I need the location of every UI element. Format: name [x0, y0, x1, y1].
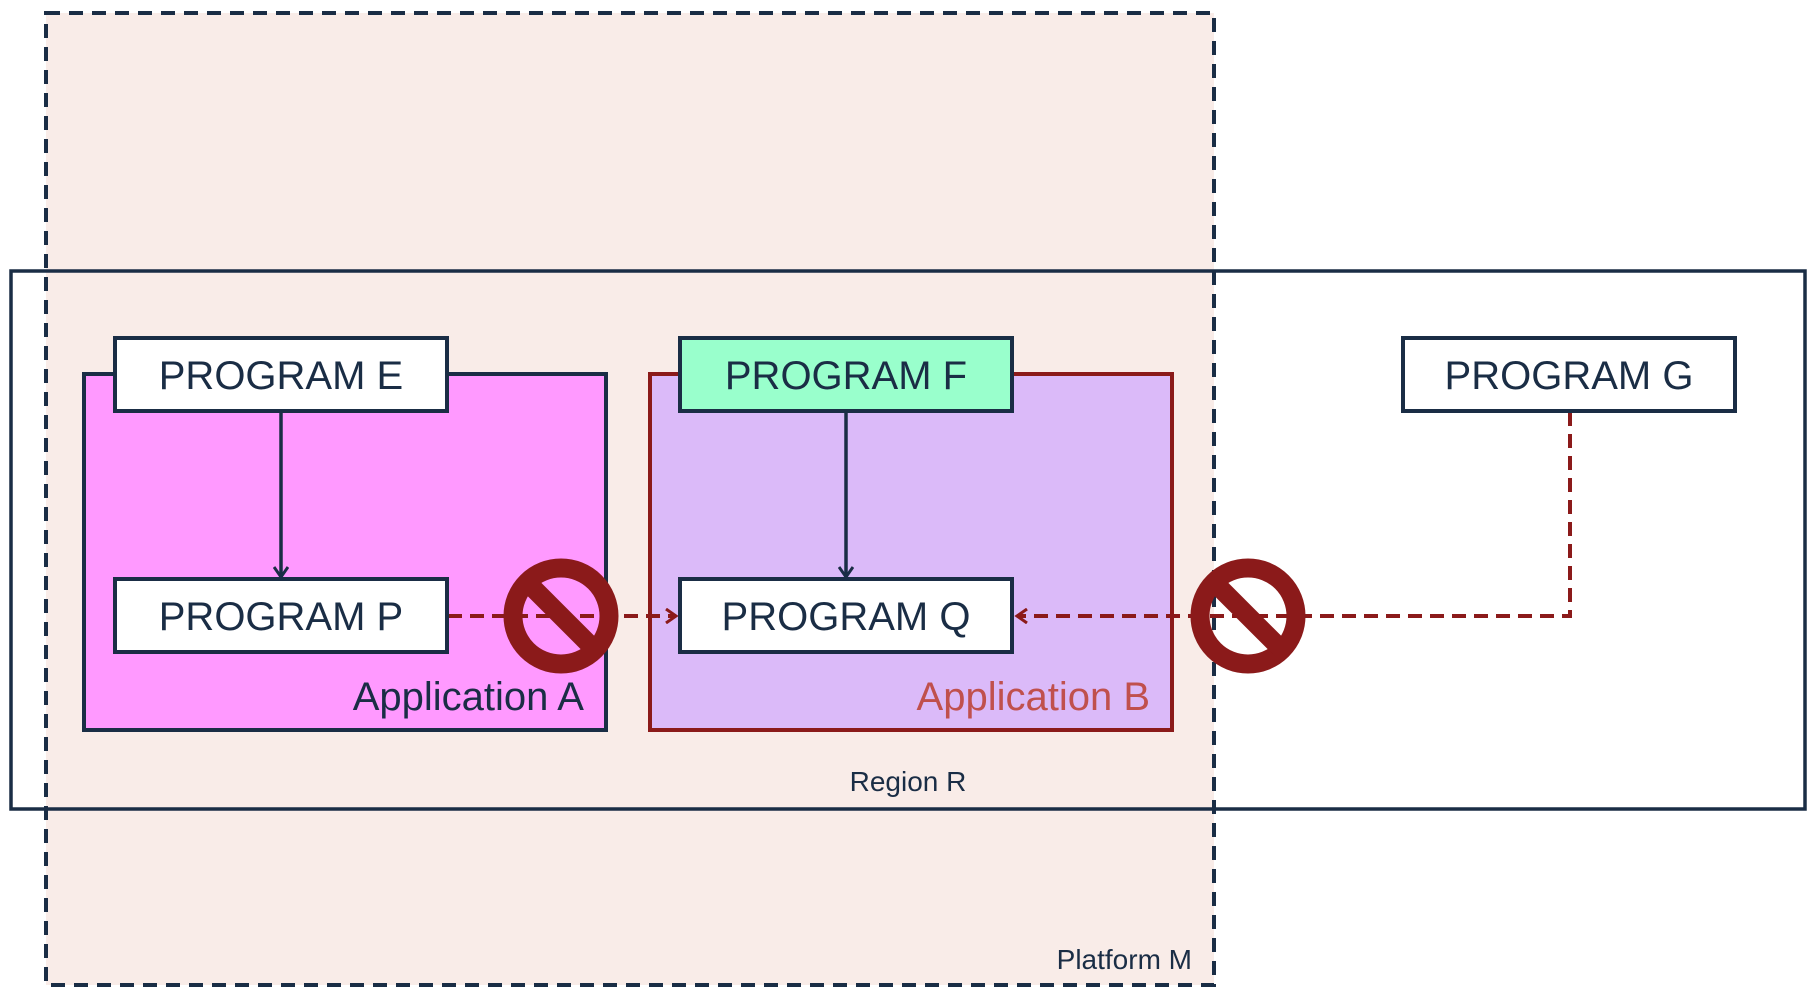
- region-label: Region R: [850, 766, 967, 797]
- application-b-label: Application B: [917, 675, 1150, 719]
- program-g-label: PROGRAM G: [1445, 354, 1694, 398]
- application-a-box: [82, 372, 608, 732]
- program-e[interactable]: PROGRAM E: [113, 336, 449, 413]
- program-g[interactable]: PROGRAM G: [1401, 336, 1737, 413]
- program-p-box[interactable]: [113, 577, 449, 654]
- application-b: Application B: [648, 372, 1174, 732]
- program-q-label: PROGRAM Q: [722, 595, 971, 639]
- program-f[interactable]: PROGRAM F: [678, 336, 1014, 413]
- program-p[interactable]: PROGRAM P: [113, 577, 449, 654]
- program-q-box[interactable]: [678, 577, 1014, 654]
- application-b-box: [648, 372, 1174, 732]
- program-q[interactable]: PROGRAM Q: [678, 577, 1014, 654]
- application-a: Application A: [82, 372, 608, 732]
- region-container: Region R: [9, 269, 1807, 811]
- prohibited-icon: [1190, 558, 1306, 674]
- program-e-label: PROGRAM E: [159, 354, 403, 398]
- application-a-label: Application A: [353, 675, 585, 719]
- program-e-box[interactable]: [113, 336, 449, 413]
- program-p-label: PROGRAM P: [159, 595, 403, 639]
- platform-label: Platform M: [1057, 944, 1192, 975]
- program-f-box[interactable]: [678, 336, 1014, 413]
- program-g-box[interactable]: [1401, 336, 1737, 413]
- region-box: [9, 269, 1807, 811]
- prohibited-icon: [503, 558, 619, 674]
- program-f-label: PROGRAM F: [725, 354, 967, 398]
